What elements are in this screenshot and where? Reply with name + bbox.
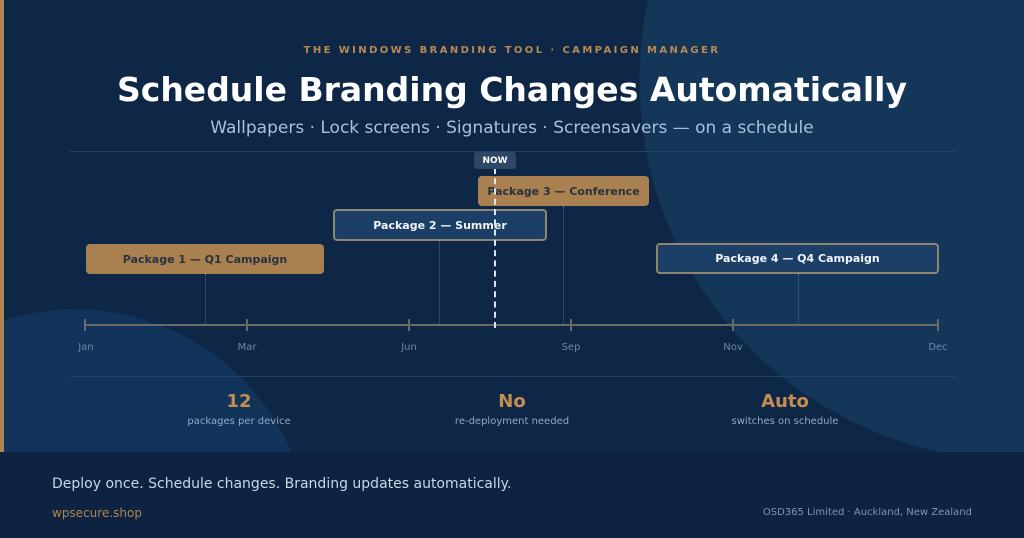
- footer-tagline: Deploy once. Schedule changes. Branding …: [52, 476, 512, 492]
- package-3-bar: Package 3 — Conference: [478, 176, 649, 206]
- stat-value: 12: [226, 391, 252, 412]
- month-label: Sep: [561, 342, 581, 353]
- divider: [70, 376, 956, 377]
- stat-auto: Auto switches on schedule: [655, 391, 915, 427]
- month-label: Jan: [78, 342, 94, 353]
- now-line: [494, 168, 496, 328]
- month-label: Nov: [723, 342, 743, 353]
- package-2-bar: Package 2 — Summer: [333, 209, 547, 241]
- footer: [0, 452, 1024, 538]
- month-label: Dec: [928, 342, 948, 353]
- stat-value: Auto: [761, 391, 809, 412]
- stat-redeploy: No re-deployment needed: [382, 391, 642, 427]
- marker-line: [563, 206, 564, 324]
- stat-value: No: [498, 391, 526, 412]
- axis-tick: [408, 319, 410, 331]
- stat-label: packages per device: [187, 416, 291, 427]
- axis-tick: [570, 319, 572, 331]
- subtitle: Wallpapers · Lock screens · Signatures ·…: [210, 118, 814, 138]
- kicker: THE WINDOWS BRANDING TOOL · CAMPAIGN MAN…: [303, 45, 721, 56]
- website-link[interactable]: wpsecure.shop: [52, 506, 142, 520]
- package-4-bar: Package 4 — Q4 Campaign: [656, 243, 939, 274]
- company-info: OSD365 Limited · Auckland, New Zealand: [762, 507, 972, 518]
- stat-label: re-deployment needed: [454, 416, 570, 427]
- divider: [70, 151, 956, 152]
- axis-tick: [246, 319, 248, 331]
- marker-line: [205, 274, 206, 324]
- package-1-bar: Package 1 — Q1 Campaign: [86, 244, 324, 274]
- stat-packages: 12 packages per device: [109, 391, 369, 427]
- month-label: Mar: [237, 342, 257, 353]
- accent-stripe: [0, 0, 4, 452]
- month-label: Jun: [401, 342, 417, 353]
- now-badge: NOW: [474, 152, 516, 169]
- marker-line: [798, 274, 799, 324]
- axis-tick: [732, 319, 734, 331]
- axis-tick: [84, 319, 86, 331]
- stat-label: switches on schedule: [731, 416, 839, 427]
- marker-line: [439, 241, 440, 324]
- page-title: Schedule Branding Changes Automatically: [116, 70, 908, 109]
- timeline-axis: [85, 324, 938, 326]
- axis-tick: [937, 319, 939, 331]
